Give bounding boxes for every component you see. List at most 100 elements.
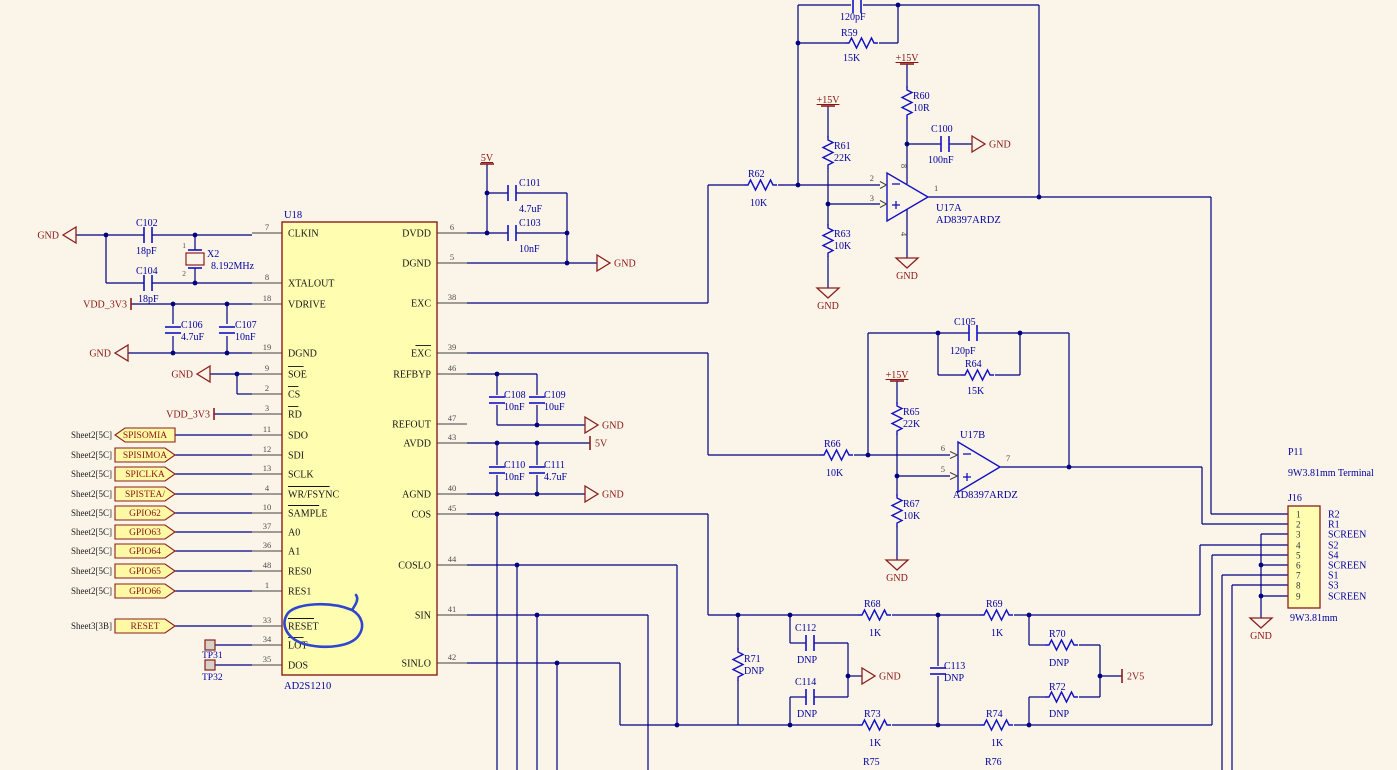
port-shape[interactable] [114,427,176,443]
resistor-symbol[interactable] [744,178,777,192]
gnd-symbol-left[interactable]: GND [37,225,77,245]
gnd-symbol-right[interactable]: GND [861,666,901,686]
resistor-symbol[interactable] [980,718,1013,732]
testpoint-TP32[interactable]: TP32 [202,659,223,683]
gnd-arrow-icon[interactable] [584,415,600,435]
port-shape[interactable] [114,583,176,599]
gnd-arrow-icon[interactable] [61,225,77,245]
resistor-symbol[interactable] [890,494,904,527]
gnd-symbol-down[interactable]: GND [894,257,920,282]
power-port-VDD_3V3[interactable]: VDD_3V3 [83,298,132,311]
resistor-symbol[interactable] [845,36,878,50]
gnd-symbol-right[interactable]: GND [584,415,624,435]
gnd-arrow-icon[interactable] [195,364,211,384]
port-shape[interactable] [114,563,176,579]
resistor-symbol[interactable] [821,136,835,169]
gnd-symbol-left[interactable]: GND [171,364,211,384]
opamp-triangle[interactable] [886,171,930,223]
power-port-+15V[interactable]: +15V [896,53,920,65]
resistor-symbol[interactable] [980,608,1013,622]
power-port-VDD_3V3[interactable]: VDD_3V3 [166,408,215,421]
resistor-symbol[interactable] [900,86,914,119]
opamp-triangle[interactable] [957,440,1002,494]
testpoint-TP31[interactable]: TP31 [202,639,223,661]
power-port-2V5[interactable]: 2V5 [1121,669,1144,683]
port-shape[interactable] [114,505,176,521]
resistor-symbol[interactable] [961,368,994,382]
gnd-symbol-right[interactable]: GND [596,253,636,273]
port-shape[interactable] [114,447,176,463]
gnd-arrow-icon[interactable] [861,666,877,686]
power-port-5V[interactable]: 5V [589,436,608,450]
resistor-R75[interactable]: R75 [863,757,880,768]
gnd-triangle-icon[interactable] [815,287,841,299]
resistor-symbol[interactable] [821,224,835,257]
port-shape[interactable] [114,524,176,540]
gnd-triangle-icon[interactable] [1248,617,1274,629]
connector-body[interactable] [1287,505,1321,609]
gnd-symbol-right[interactable]: GND [971,134,1011,154]
gnd-symbol-left[interactable]: GND [89,343,129,363]
port-shape[interactable] [114,466,176,482]
gnd-symbol-right[interactable]: GND [584,484,624,504]
power-port-+15V[interactable]: +15V [886,370,910,382]
power-port-5V[interactable]: 5V [480,153,494,165]
gnd-arrow-icon[interactable] [113,343,129,363]
gnd-symbol-down[interactable]: GND [1248,617,1274,642]
resistor-symbol[interactable] [731,648,745,681]
gnd-triangle-icon[interactable] [884,559,910,571]
crystal-body[interactable] [185,252,205,266]
resistor-symbol[interactable] [1045,638,1078,652]
port-shape[interactable] [114,618,176,634]
gnd-triangle-icon[interactable] [894,257,920,269]
gnd-arrow-icon[interactable] [596,253,612,273]
chip-U18[interactable]: U18AD2S12107CLKIN8XTALOUT18VDRIVE19DGND9… [252,210,467,692]
gnd-arrow-icon[interactable] [584,484,600,504]
gnd-symbol-down[interactable]: GND [884,559,910,584]
testpoint-pad[interactable] [204,639,216,651]
resistor-symbol[interactable] [890,402,904,435]
gnd-symbol-down[interactable]: GND [815,287,841,312]
resistor-symbol[interactable] [820,448,853,462]
resistor-symbol[interactable] [1045,690,1078,704]
